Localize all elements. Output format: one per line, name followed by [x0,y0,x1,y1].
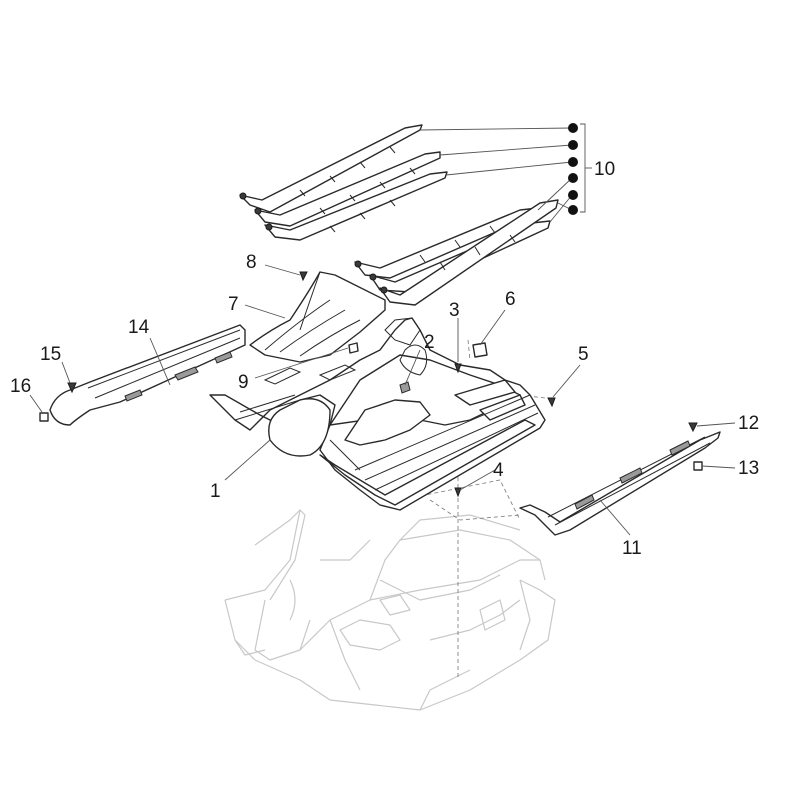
callout-3: 3 [449,300,460,321]
part-12-screw [688,422,698,433]
callout-1: 1 [210,481,221,502]
part-6-clip [472,342,488,358]
callout-10: 10 [594,159,615,180]
callout-5: 5 [578,344,589,365]
part-9-clip [348,342,359,354]
callout-14: 14 [128,317,150,338]
callout-2: 2 [424,332,435,353]
callout-6: 6 [505,289,516,310]
part-8-screw [299,271,308,282]
callout-4: 4 [493,460,504,481]
part-3-screw [454,363,462,374]
part-2-bracket [399,381,411,394]
rail-dot [568,140,578,150]
part-13-nut [693,461,703,471]
rail-dot [568,123,578,133]
rail-marker-dots [568,123,578,215]
callout-13: 13 [738,458,759,479]
callout-7: 7 [228,294,239,315]
part-16-nut [39,412,49,422]
part-4-screw [454,487,462,498]
ghost-frame [224,509,556,711]
callout-8: 8 [246,252,257,273]
callout-16: 16 [10,376,31,397]
part-5-screw [547,397,556,408]
leader-lines [29,123,736,536]
part-11-trim [519,431,721,536]
part-7-cover [249,271,386,363]
rail-dot [568,205,578,215]
rail-dot [568,157,578,167]
part-1-footboard [209,317,546,511]
rail-dot [568,173,578,183]
callout-11: 11 [622,538,642,559]
callout-labels: 1 2 3 4 5 6 7 8 9 10 11 12 13 14 15 16 [10,159,759,559]
callout-12: 12 [738,413,759,434]
rail-set-10 [239,124,559,306]
callout-15: 15 [40,344,61,365]
part-14-trim [49,324,246,426]
callout-9: 9 [238,372,249,393]
rail-dot [568,190,578,200]
part-15-screw [67,382,77,394]
